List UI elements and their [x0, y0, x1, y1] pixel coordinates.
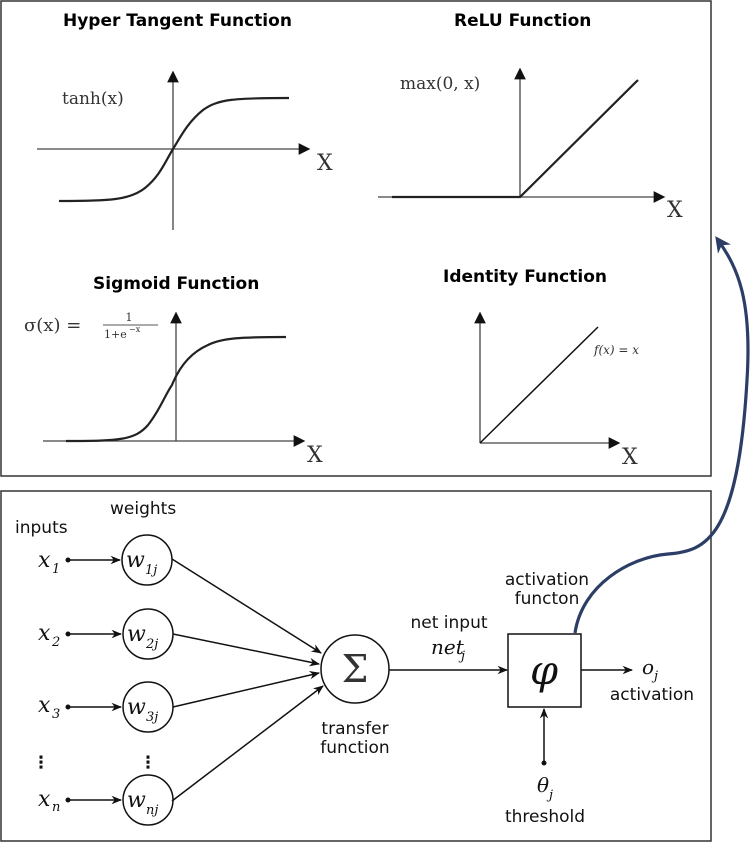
input-symbol: x	[38, 548, 51, 573]
tanh-title: Hyper Tangent Function	[63, 11, 292, 31]
transfer-label-line2: function	[320, 738, 389, 758]
svg-text:nj: nj	[146, 803, 158, 818]
net-subscript: j	[458, 649, 465, 664]
weight-node-1	[121, 534, 173, 586]
svg-text:w: w	[126, 548, 145, 573]
threshold-node	[541, 760, 547, 766]
svg-text:1j: 1j	[145, 563, 157, 578]
svg-text:w: w	[127, 695, 146, 720]
link-arrow	[573, 236, 750, 634]
svg-text:2j: 2j	[145, 637, 158, 652]
threshold-subscript: j	[546, 788, 553, 803]
activation-functions-panel	[0, 0, 712, 477]
relu-curve	[392, 79, 639, 199]
net-symbol: net	[431, 635, 465, 659]
summation-node	[320, 634, 390, 704]
connection-wn-sum	[171, 685, 324, 802]
svg-text:w: w	[127, 622, 146, 647]
net-input-label: net input	[410, 613, 487, 633]
identity-formula: f(x) = x	[593, 343, 639, 357]
transfer-label-line1: transfer	[321, 719, 388, 739]
inputs-label: inputs	[15, 518, 68, 538]
input-row-2: x 2 w 2j	[38, 608, 174, 660]
svg-text:σ(x) =: σ(x) =	[24, 315, 81, 336]
sum-symbol: Σ	[342, 647, 369, 691]
input-row-3: x 3 w 3j	[38, 681, 174, 733]
input-subscript: 2	[51, 635, 60, 650]
svg-text:−x: −x	[129, 325, 141, 334]
threshold-symbol: θ	[537, 773, 549, 797]
sigmoid-formula: σ(x) = 1 1+e −x	[24, 311, 158, 341]
identity-curve	[479, 326, 599, 444]
relu-plot: ReLU Function max(0, x) X	[378, 11, 683, 223]
weights-ellipsis: ⋮	[140, 753, 157, 773]
tanh-plot: Hyper Tangent Function tanh(x) X	[37, 11, 333, 230]
weights-label: weights	[110, 499, 176, 519]
relu-x-label: X	[667, 198, 683, 223]
input-subscript: 3	[52, 707, 60, 722]
activation-output-label: activation	[610, 685, 694, 705]
inputs-ellipsis: ⋮	[33, 753, 50, 773]
output-subscript: j	[651, 669, 658, 684]
identity-plot: Identity Function f(x) = x X	[443, 267, 639, 470]
input-symbol: x	[38, 621, 51, 646]
connection-w3-sum	[172, 671, 321, 708]
sigmoid-curve	[65, 335, 287, 443]
sigmoid-title: Sigmoid Function	[93, 274, 259, 294]
input-row-1: x 1 w 1j	[38, 534, 173, 586]
identity-x-label: X	[622, 445, 638, 470]
input-symbol: x	[38, 693, 51, 718]
connection-w1-sum	[171, 558, 322, 654]
svg-text:3j: 3j	[146, 710, 158, 725]
output-symbol: o	[642, 655, 654, 679]
sigmoid-plot: Sigmoid Function σ(x) = 1 1+e −x X	[24, 274, 323, 468]
input-row-n: x n w nj	[38, 774, 174, 826]
activation-function-label-line2: functon	[515, 589, 580, 609]
input-symbol: x	[38, 787, 51, 812]
svg-text:w: w	[127, 788, 146, 813]
input-subscript: 1	[52, 562, 60, 577]
relu-title: ReLU Function	[454, 11, 591, 31]
tanh-formula: tanh(x)	[62, 89, 124, 109]
identity-title: Identity Function	[443, 267, 607, 287]
tanh-x-label: X	[317, 151, 333, 176]
sigmoid-x-label: X	[307, 443, 323, 468]
input-subscript: n	[52, 800, 60, 815]
relu-formula: max(0, x)	[400, 74, 480, 94]
svg-text:1+e: 1+e	[104, 328, 127, 341]
activation-function-label-line1: activation	[505, 570, 589, 590]
svg-text:1: 1	[126, 311, 133, 324]
phi-symbol: φ	[530, 648, 558, 694]
tanh-curve	[58, 96, 290, 203]
connection-w2-sum	[172, 633, 321, 667]
threshold-label: threshold	[505, 807, 585, 827]
